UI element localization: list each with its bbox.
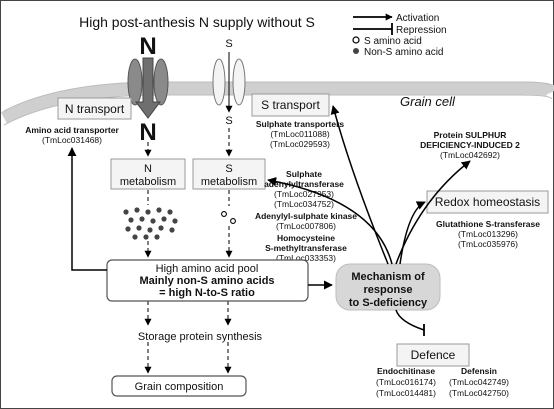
sulphate-transporters-label: Sulphate transporters	[256, 119, 345, 129]
sulphate-transporter-id-2: (TmLoc029593)	[270, 139, 330, 149]
defensin-id-1: (TmLoc042749)	[449, 377, 509, 387]
sat-label-line2: adenylyltransferase	[264, 179, 344, 189]
glutathione-label: Glutathione S-transferase	[436, 219, 540, 229]
sat-id-1: (TmLoc027953)	[274, 189, 334, 199]
n-metabolism-line2: metabolism	[120, 176, 176, 188]
mechanism-line1: Mechanism of	[351, 271, 425, 283]
s-metabolism-line2: metabolism	[201, 176, 257, 188]
endochitinase-id-2: (TmLoc014481)	[376, 388, 436, 398]
hmt-id: (TmLoc033353)	[276, 253, 336, 263]
s-metabolism-line1: S	[225, 163, 232, 175]
legend-s-amino-icon	[352, 36, 360, 44]
defence-box	[396, 343, 470, 367]
arrow-to-s-metabolism	[267, 177, 393, 265]
legend-non-s-amino-icon	[353, 48, 359, 54]
n-influx-arrow	[135, 57, 161, 119]
legend-activation-label: Activation	[396, 13, 439, 24]
mechanism-activation-arrows	[267, 105, 471, 265]
defensin-id-2: (TmLoc042750)	[449, 388, 509, 398]
repression-to-defence-arc	[395, 309, 425, 331]
glutathione-id-2: (TmLoc035976)	[458, 239, 518, 249]
glutathione-id-1: (TmLoc013296)	[458, 229, 518, 239]
s-metabolism-box	[192, 158, 266, 190]
arrow-to-s-transport	[330, 105, 389, 265]
s-metabolism-genes: Sulphate adenylyltransferase (TmLoc02795…	[255, 169, 357, 263]
arrow-to-redox	[399, 201, 426, 265]
grain-cell-label: Grain cell	[400, 94, 456, 109]
sulphate-transporter-id-1: (TmLoc011088)	[270, 129, 330, 139]
aps-kinase-label: Adenylyl-sulphate kinase	[255, 211, 357, 221]
sdi2-label-line1: Protein SULPHUR	[434, 130, 507, 140]
amino-acid-transporter-label: Amino acid transporter	[25, 125, 119, 135]
amino-acid-pool-box	[106, 259, 309, 302]
mechanism-line3: to S-deficiency	[349, 297, 428, 309]
hmt-label-line2: S-methyltransferase	[265, 243, 347, 253]
aps-kinase-id: (TmLoc007806)	[276, 221, 336, 231]
endochitinase-label: Endochitinase	[377, 366, 435, 376]
legend-s-amino-label: S amino acid	[364, 36, 422, 47]
storage-protein-label: Storage protein synthesis	[138, 331, 263, 343]
s-inside-symbol: S	[225, 115, 232, 127]
s-transport-box	[251, 93, 330, 117]
n-inside-symbol: N	[139, 119, 156, 146]
mechanism-line2: response	[364, 284, 413, 296]
defensin-label: Defensin	[461, 366, 497, 376]
pool-line2: Mainly non-S amino acids	[139, 275, 274, 287]
grain-composition-label: Grain composition	[135, 381, 224, 393]
dashed-flows	[144, 128, 233, 374]
s-transport-title: S transport	[261, 98, 320, 112]
n-outside-symbol: N	[139, 33, 156, 60]
n-metabolism-line1: N	[144, 163, 152, 175]
pool-to-n-transport-arrow	[67, 147, 107, 271]
legend-repression-label: Repression	[396, 25, 447, 36]
redox-box	[426, 190, 549, 214]
legend: Activation Repression S amino acid Non-S…	[352, 13, 447, 58]
pool-line3: = high N-to-S ratio	[159, 287, 255, 299]
sdi2-label-line2: DEFICIENCY-INDUCED 2	[420, 140, 520, 150]
diagram-title: High post-anthesis N supply without S	[79, 14, 315, 30]
non-s-amino-acid-cluster	[123, 207, 178, 240]
hmt-label-line1: Homocysteine	[277, 233, 335, 243]
grain-composition-box	[111, 375, 247, 397]
n-metabolism-box	[110, 158, 186, 190]
redox-title: Redox homeostasis	[435, 195, 540, 209]
n-transport-title: N transport	[65, 102, 125, 116]
s-amino-acid-cluster	[221, 211, 236, 224]
endochitinase-id-1: (TmLoc016174)	[376, 377, 436, 387]
sat-id-2: (TmLoc034752)	[274, 199, 334, 209]
sdi2-gene-id: (TmLoc042692)	[440, 150, 500, 160]
s-channel: S S	[212, 38, 246, 127]
pool-line1: High amino acid pool	[156, 263, 259, 275]
defence-title: Defence	[411, 348, 456, 362]
n-transport-box	[57, 97, 132, 120]
n-channel: N N	[127, 33, 169, 146]
legend-non-s-amino-label: Non-S amino acid	[364, 47, 443, 58]
sat-label-line1: Sulphate	[286, 169, 322, 179]
amino-acid-transporter-id: (TmLoc031468)	[42, 135, 102, 145]
s-outside-symbol: S	[225, 38, 232, 50]
